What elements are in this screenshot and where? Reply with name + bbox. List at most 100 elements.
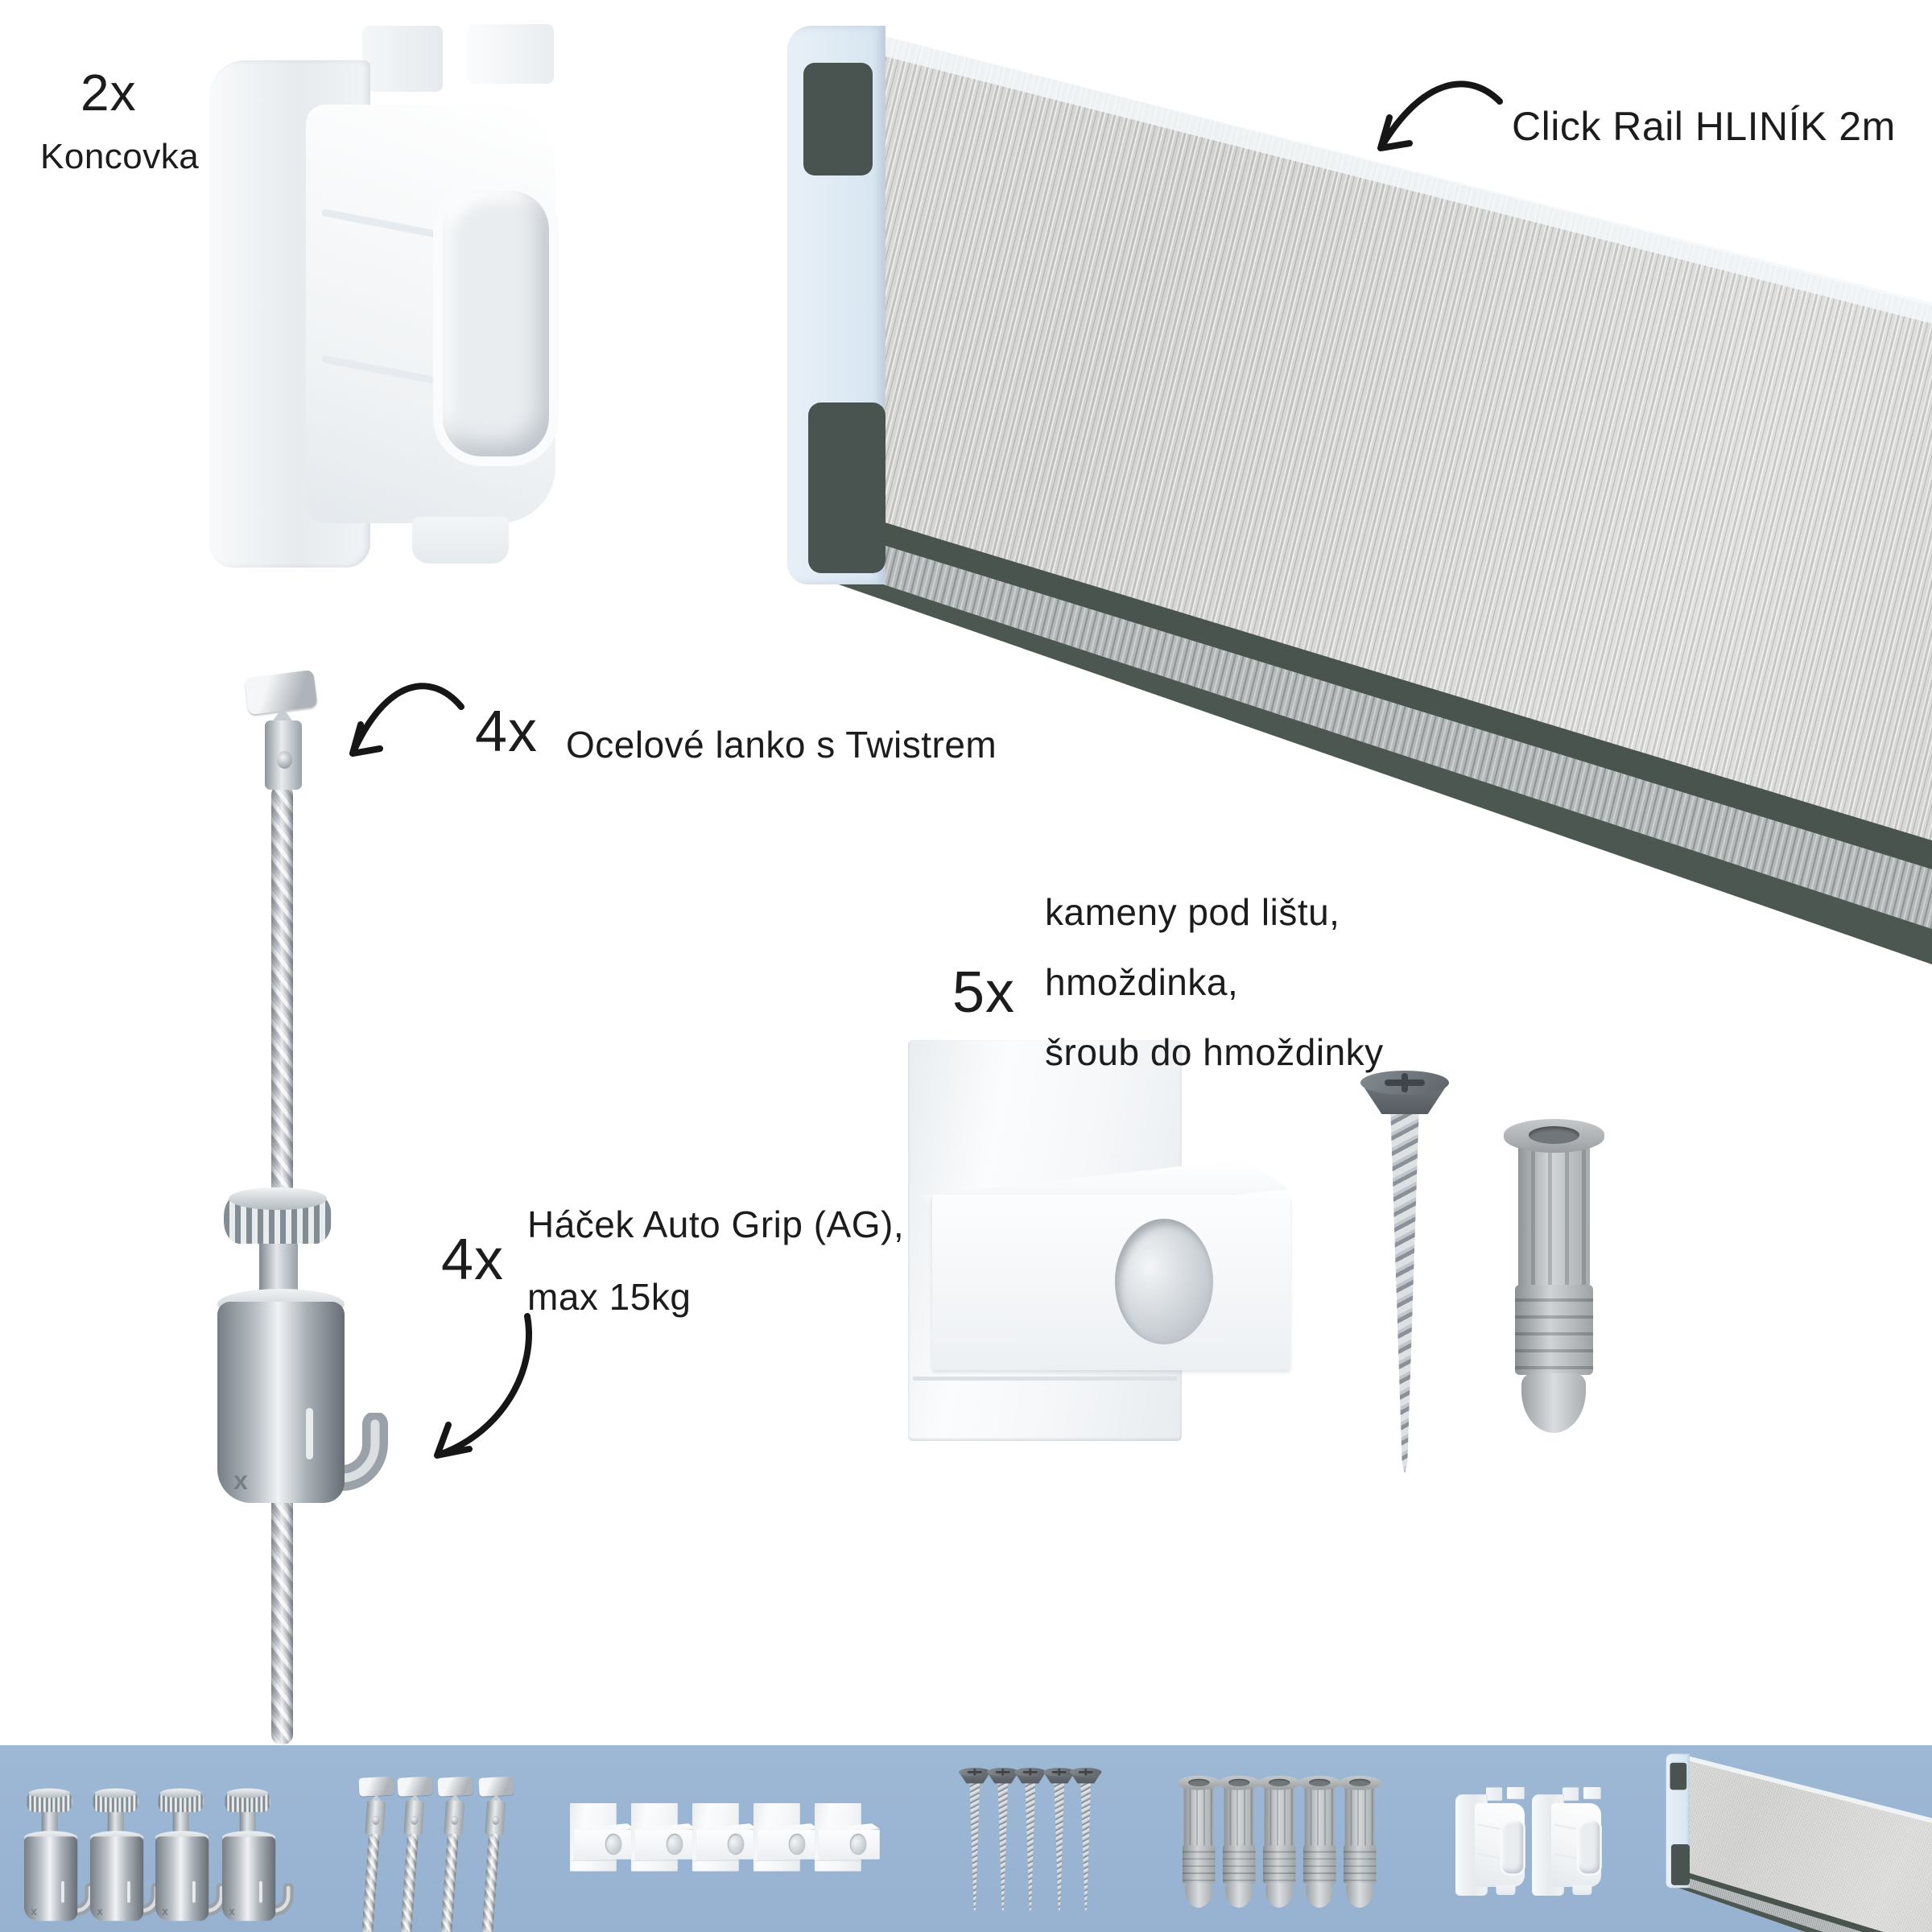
cable-quantity-label: 4x	[475, 700, 539, 764]
hook-stem	[239, 1810, 256, 1838]
screw-phillips-slot	[995, 1770, 1010, 1773]
plug-collar-hole	[1269, 1778, 1290, 1787]
endcap-clip-tab	[1486, 1787, 1502, 1801]
rail-arrow-icon	[1377, 80, 1503, 151]
plug-ridged-section	[1182, 1845, 1216, 1884]
plug-collar-hole	[1349, 1778, 1371, 1787]
hook-cylinder-body	[89, 1836, 144, 1922]
plug-upper-body	[1264, 1787, 1294, 1848]
clip-box-front-face	[758, 1829, 819, 1860]
hook-cylinder-body	[217, 1302, 345, 1503]
plug-upper-body	[1518, 1146, 1590, 1290]
plug-upper-body	[1304, 1787, 1335, 1848]
screw-phillips-slot	[1051, 1770, 1067, 1773]
wallfix-label-line1: kameny pod lištu,	[1045, 891, 1340, 933]
clip-screw-hole	[666, 1833, 683, 1856]
endcap-rail-socket	[433, 181, 559, 466]
hook-knob-top	[28, 1788, 70, 1798]
clip-box-front-face	[696, 1829, 758, 1860]
plug-collar-hole	[1188, 1778, 1210, 1787]
endcap-clip-tab	[1583, 1787, 1601, 1799]
plug-tip	[1521, 1373, 1586, 1433]
clip-screw-hole	[849, 1833, 867, 1856]
clip-plate-seam	[571, 1860, 616, 1861]
hook-cylinder-body	[155, 1836, 209, 1922]
clip-box-front-face	[635, 1829, 696, 1860]
endcap-rail-socket	[1576, 1818, 1602, 1876]
clip-box-front-face	[819, 1829, 880, 1860]
hook-cylinder-body	[221, 1836, 276, 1922]
hook-safety-pin	[259, 1880, 262, 1903]
plug-upper-body	[1224, 1787, 1254, 1848]
hook-knob-top	[94, 1788, 136, 1798]
endcap-foot	[1496, 1885, 1516, 1895]
clip-plate-seam	[693, 1860, 738, 1861]
rail-name-label: Click Rail HLINÍK 2m	[1512, 104, 1896, 149]
endcap-clip-tab	[1507, 1787, 1525, 1799]
hook-safety-pin	[306, 1408, 313, 1459]
cable-name-label: Ocelové lanko s Twistrem	[566, 724, 997, 766]
endcap-name-label: Koncovka	[40, 137, 200, 176]
hook-safety-pin	[61, 1880, 64, 1903]
hook-stem	[41, 1810, 58, 1838]
hook-label-line1: Háček Auto Grip (AG),	[527, 1203, 905, 1245]
clip-plate-seam	[913, 1377, 1177, 1381]
plug-ridged-section	[1302, 1845, 1336, 1884]
plug-upper-body	[1344, 1787, 1375, 1848]
plug-upper-body	[1183, 1787, 1214, 1848]
twister-head-cap	[244, 669, 318, 716]
plug-collar-hole	[1309, 1778, 1331, 1787]
hook-brand-marking: x	[162, 1905, 168, 1918]
clip-box-front-face	[932, 1195, 1290, 1370]
rail-lower-slot	[808, 402, 886, 573]
clip-plate-seam	[632, 1860, 677, 1861]
screw-phillips-slot	[1385, 1080, 1425, 1086]
hook-quantity-label: 4x	[441, 1228, 505, 1292]
clip-screw-hole	[727, 1833, 745, 1856]
plug-ridged-section	[1262, 1845, 1296, 1884]
wallfix-label-line3: šroub do hmoždinky	[1045, 1031, 1384, 1073]
clip-plate-seam	[754, 1860, 799, 1861]
endcap-foot	[1572, 1885, 1592, 1895]
hook-arrow-icon	[434, 1313, 532, 1459]
clip-box-front-face	[574, 1829, 635, 1860]
screw-phillips-slot	[1078, 1770, 1093, 1773]
twister-head-cap	[437, 1776, 473, 1797]
endcap-clip-tab	[467, 24, 554, 84]
hook-brand-marking: x	[31, 1905, 37, 1918]
endcap-clip-tab	[1563, 1787, 1579, 1801]
hook-stem	[107, 1810, 124, 1838]
endcap-clip-tab	[362, 26, 443, 92]
plug-collar-hole	[1228, 1778, 1250, 1787]
clip-plate-seam	[815, 1860, 861, 1861]
hook-brand-marking: x	[97, 1905, 103, 1918]
hook-knob-top	[226, 1788, 268, 1798]
endcap-foot	[412, 517, 509, 564]
wallfix-quantity-label: 5x	[952, 960, 1016, 1025]
endcap-rail-socket	[1500, 1818, 1525, 1876]
twister-head-cap	[397, 1776, 433, 1797]
hook-brand-marking: x	[229, 1905, 235, 1918]
plug-ridged-section	[1343, 1845, 1377, 1884]
screw-threaded-shaft	[1390, 1113, 1419, 1473]
hook-knob-top	[229, 1187, 327, 1210]
twister-head-cap	[478, 1776, 514, 1797]
clip-screw-hole	[1115, 1219, 1213, 1344]
twister-hole	[277, 751, 292, 769]
twister-head-cap	[358, 1776, 394, 1797]
hook-brand-marking: x	[233, 1466, 248, 1495]
endcap-quantity-label: 2x	[80, 64, 137, 122]
hook-safety-pin	[192, 1880, 196, 1903]
rail-top-slot	[803, 63, 873, 175]
cable-arrow-icon	[349, 683, 464, 757]
hook-label-line2: max 15kg	[527, 1276, 691, 1318]
clip-screw-hole	[788, 1833, 806, 1856]
hook-knob-top	[159, 1788, 201, 1798]
wallfix-label-line2: hmoždinka,	[1045, 961, 1239, 1003]
plug-ridged-section	[1515, 1285, 1593, 1375]
screw-phillips-slot	[1022, 1770, 1038, 1773]
plug-ridged-section	[1222, 1845, 1256, 1884]
hook-stem	[172, 1810, 189, 1838]
plug-collar-hole	[1529, 1126, 1579, 1144]
